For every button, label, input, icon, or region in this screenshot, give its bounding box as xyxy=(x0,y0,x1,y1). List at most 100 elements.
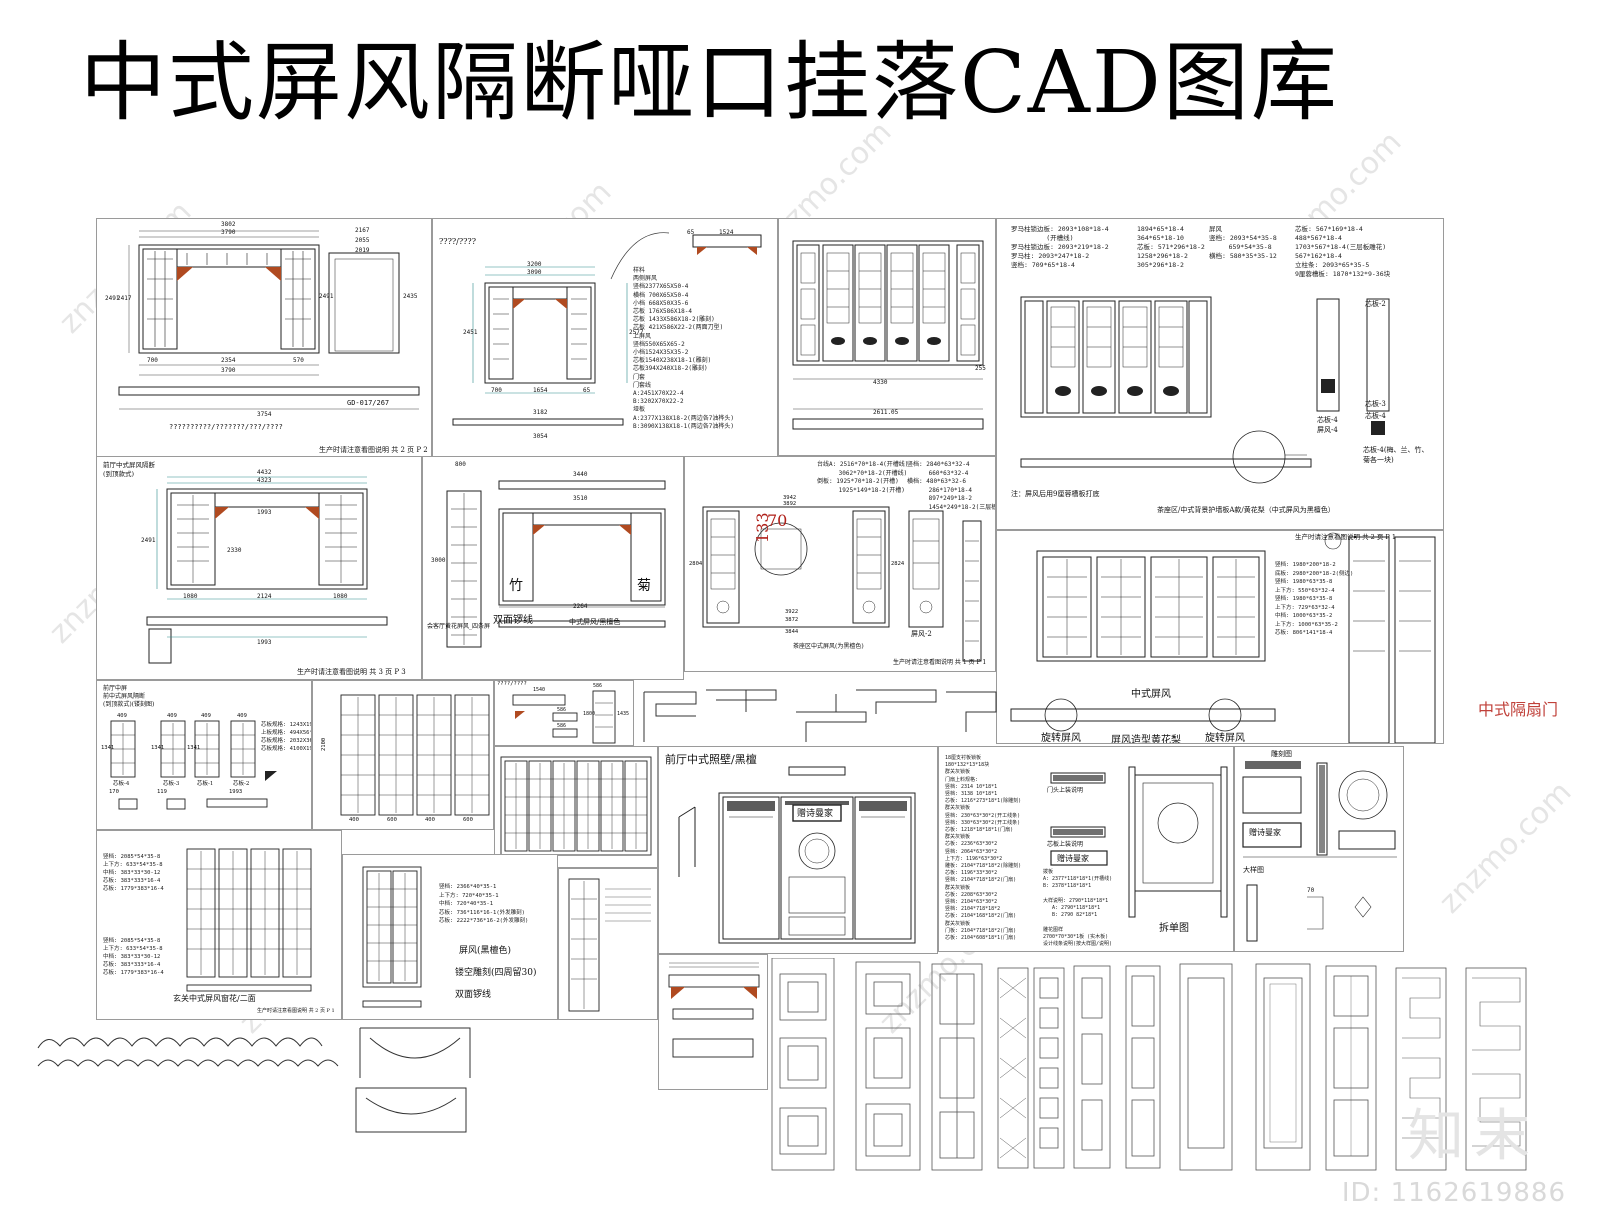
lattice-strip xyxy=(1255,963,1311,1171)
drawing-panel-tall-lattice-spec xyxy=(558,868,658,1020)
panel-header: ????/???? xyxy=(439,237,477,246)
fret-pattern-icon xyxy=(643,689,777,742)
dim-label: 3872 xyxy=(785,617,799,623)
part-label: 芯板上装说明 xyxy=(1047,841,1084,848)
dim-label: 3790 xyxy=(221,367,236,374)
material-notes: 芯板规格: 1243X19*4 上板规格: 494X56*4 芯板规格: 203… xyxy=(261,722,311,752)
black-sandal-screen-drawing xyxy=(362,866,422,1008)
six-leaf-lattice-drawing xyxy=(500,756,652,856)
corner-bracket-icon xyxy=(533,525,545,535)
material-notes: 拨板 A: 2377*118*18*1(开槽线) B: 2378*118*18*… xyxy=(1043,869,1113,948)
doorway-screen-drawing xyxy=(452,232,762,426)
dim-label: 2824 xyxy=(891,561,905,567)
dim-label: 400 xyxy=(349,817,359,823)
corner-bracket-icon xyxy=(697,247,707,255)
bird-motif-icon xyxy=(1055,379,1385,435)
drawing-code: GD-017/267 xyxy=(347,399,390,407)
dim-label: 3922 xyxy=(785,609,799,615)
lattice-strip xyxy=(771,958,835,1171)
dim-label: 586 xyxy=(557,723,567,729)
carved-lattice-icon xyxy=(727,801,907,811)
dim-label: 700 xyxy=(491,387,502,394)
lattice-strip xyxy=(1325,965,1377,1171)
part-label: 芯板-1 xyxy=(197,781,214,787)
carved-lattice-icon xyxy=(1053,775,1103,835)
part-label: 芯板-4 xyxy=(113,781,130,787)
dim-label: 3200 xyxy=(527,261,542,268)
section-label: 拆单图 xyxy=(1159,923,1189,934)
material-notes: 竖档: 2366*40*35-1 上下方: 720*40*35-1 中档: 72… xyxy=(439,884,529,924)
dim-label: 3182 xyxy=(533,409,548,416)
image-id: ID: 1162619886 xyxy=(1341,1178,1566,1208)
dim-label: 255 xyxy=(975,365,986,372)
lattice-strip xyxy=(855,961,921,1171)
drawing-panel-black-sandal-screen: 竖档: 2366*40*35-1 上下方: 720*40*35-1 中档: 72… xyxy=(342,854,558,1020)
dim-label: 1993 xyxy=(229,789,243,795)
section-label: 旋转屏风 xyxy=(1205,733,1245,744)
carving-detail-drawing xyxy=(1242,761,1397,942)
dim-label: 2491 xyxy=(105,295,120,302)
dim-label: 400 xyxy=(425,817,435,823)
drawing-panel-lattice-details: 前厅中屏 前中式屏风隔断 (到顶款式)(镂刻图) 芯板规格: 1243X19*4… xyxy=(96,680,312,830)
panel-footer: 生产时请注意看图说明 共 2 页 P 1 xyxy=(1295,533,1396,541)
dim-label: 2330 xyxy=(227,547,242,554)
dim-label: 2167 xyxy=(355,227,370,234)
section-label: 屏风(黑檀色) xyxy=(459,946,512,956)
dim-label: 2264 xyxy=(573,603,588,610)
lattice-window-strips xyxy=(771,958,1527,1171)
foyer-screen-drawing xyxy=(146,476,388,664)
material-notes: 竖档: 2085*54*35-8 上下方: 633*54*35-8 中档: 38… xyxy=(103,854,164,892)
dim-label: 3892 xyxy=(783,501,797,507)
lattice-strip xyxy=(1033,967,1065,1169)
dim-label: 2491 xyxy=(319,293,334,300)
dim-label: 1654 xyxy=(533,387,548,394)
dim-label: 1540 xyxy=(533,687,546,693)
part-label: 门头上装说明 xyxy=(1047,787,1084,794)
fret-corner-motifs xyxy=(643,689,997,742)
dim-label: 2491 xyxy=(141,537,156,544)
drawing-panel-carving-detail: 雕刻图 赠诗曼家 大样图 70 xyxy=(1234,746,1404,952)
dim-label: 409 xyxy=(117,713,127,719)
chrysanthemum-panel-label: 菊 xyxy=(637,578,651,594)
page-title: 中式屏风隔断哑口挂落CAD图库 xyxy=(80,33,1339,133)
section-label: 屏风造型黄花梨 xyxy=(1111,735,1181,744)
drawing-panel-four-leaf-screen: 4330 2611.05 255 xyxy=(778,218,996,456)
corner-bracket-icon xyxy=(747,247,757,255)
panel-footer: 茶座区/中式背景护墙板A款/黄花梨（中式屏风为黑檀色） xyxy=(1157,506,1335,514)
dim-label: 1993 xyxy=(257,509,272,516)
dim-label: 65 xyxy=(687,229,695,236)
part-label: 芯板-2 xyxy=(1365,300,1386,308)
dim-label: 1435 xyxy=(617,711,630,717)
material-notes: 台线A: 2516*70*18-4(开槽线) 3062*70*18-2(开槽线)… xyxy=(817,461,909,494)
drawing-panel-tea-area-screen: 台线A: 2516*70*18-4(开槽线) 3062*70*18-2(开槽线)… xyxy=(684,456,996,672)
dim-label: 119 xyxy=(157,789,167,795)
drawing-panel-hanging-fascia: ????/???? 1540 586 586 586 1800 1435 xyxy=(494,680,634,746)
fret-pattern-icon xyxy=(796,689,997,742)
lattice-strip xyxy=(931,963,983,1171)
panel-note: 双面锣线 xyxy=(493,615,533,626)
corner-bracket-icon xyxy=(265,771,277,781)
lattice-strip xyxy=(1465,967,1527,1171)
panel-footer: 生产时请注意看图说明 共 3 页 P 3 xyxy=(297,668,406,676)
dim-label: 1341 xyxy=(151,745,165,751)
dim-label: 3802 xyxy=(221,221,236,228)
dim-label: 409 xyxy=(201,713,211,719)
tall-lattice-drawing xyxy=(568,878,651,1012)
material-notes: 芯板: 567*169*18-4 488*567*18-4 1703*567*1… xyxy=(1295,225,1391,278)
tea-area-screen-drawing xyxy=(702,506,982,662)
panel-note: 注：屏风后用9厘蓉槽板打底 xyxy=(1011,490,1100,498)
dim-label: 1341 xyxy=(187,745,201,751)
dim-label: 3054 xyxy=(533,433,548,440)
section-label: 双面锣线 xyxy=(455,990,492,1000)
drawing-panel-foyer-screen: 前厅中式屏风隔断 (到顶款式) 4432 4323 1993 2124 1080… xyxy=(96,456,422,680)
lattice-strip xyxy=(1179,963,1233,1171)
panel-caption: 前厅中屏 前中式屏风隔断 (到顶款式)(镂刻图) xyxy=(103,685,155,708)
corner-bracket-icon xyxy=(743,987,757,999)
drawing-panel-entrance-lattice: 竖档: 2085*54*35-8 上下方: 633*54*35-8 中档: 38… xyxy=(96,830,342,1020)
material-notes: 样料 两侧屏风 竖档2377X65X50-4 横档 700X65X50-4 小档… xyxy=(633,267,735,430)
dim-label: 409 xyxy=(167,713,177,719)
dim-label: 3000 xyxy=(431,557,446,564)
dim-label: 1341 xyxy=(101,745,115,751)
corner-bracket-icon xyxy=(305,507,319,519)
corner-bracket-icon xyxy=(215,507,229,519)
